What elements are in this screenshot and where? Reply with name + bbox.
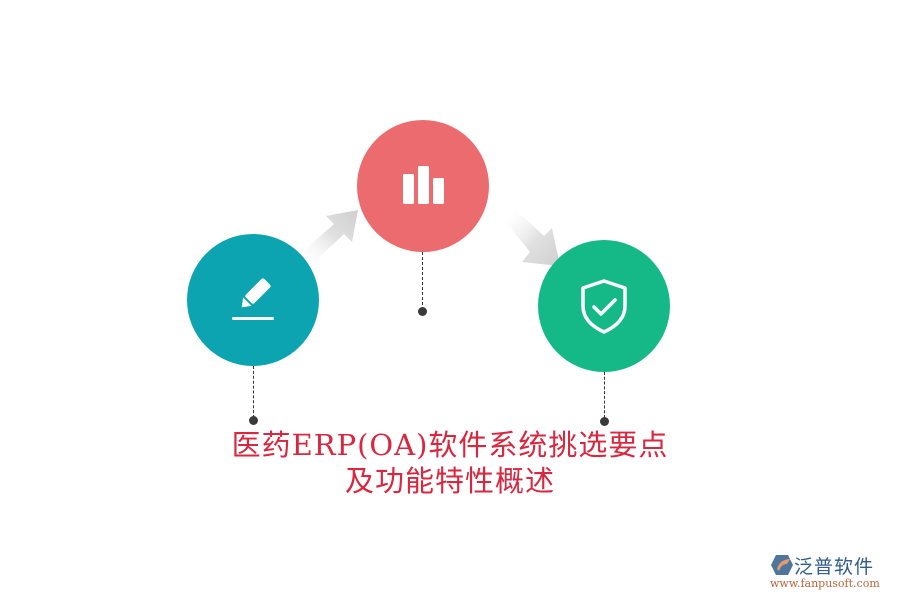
connector-line-edit — [253, 366, 254, 418]
connector-line-shield — [604, 372, 605, 418]
connector-dot-edit — [249, 416, 258, 425]
watermark-url: www.fanpusoft.com — [770, 577, 880, 590]
arrow-down-right-icon — [504, 210, 560, 266]
arrow-up-right-icon — [300, 210, 358, 264]
connector-dot-shield — [600, 417, 609, 426]
connector-dot-chart — [418, 307, 427, 316]
pencil-edit-icon — [223, 270, 283, 330]
bar-chart-icon — [393, 156, 453, 216]
edit-step-circle — [187, 234, 319, 366]
connector-line-chart — [422, 252, 423, 310]
shield-check-icon — [572, 274, 636, 338]
watermark-brand: 泛普软件 — [794, 556, 875, 578]
shield-step-circle — [538, 240, 670, 372]
fanpusoft-logo-icon — [771, 555, 793, 575]
diagram-title-line1: 医药ERP(OA)软件系统挑选要点 — [231, 428, 669, 462]
diagram-title-line2: 及功能特性概述 — [344, 464, 555, 498]
fanpusoft-watermark: 泛普软件 www.fanpusoft.com — [768, 552, 894, 596]
chart-step-circle — [357, 120, 489, 252]
